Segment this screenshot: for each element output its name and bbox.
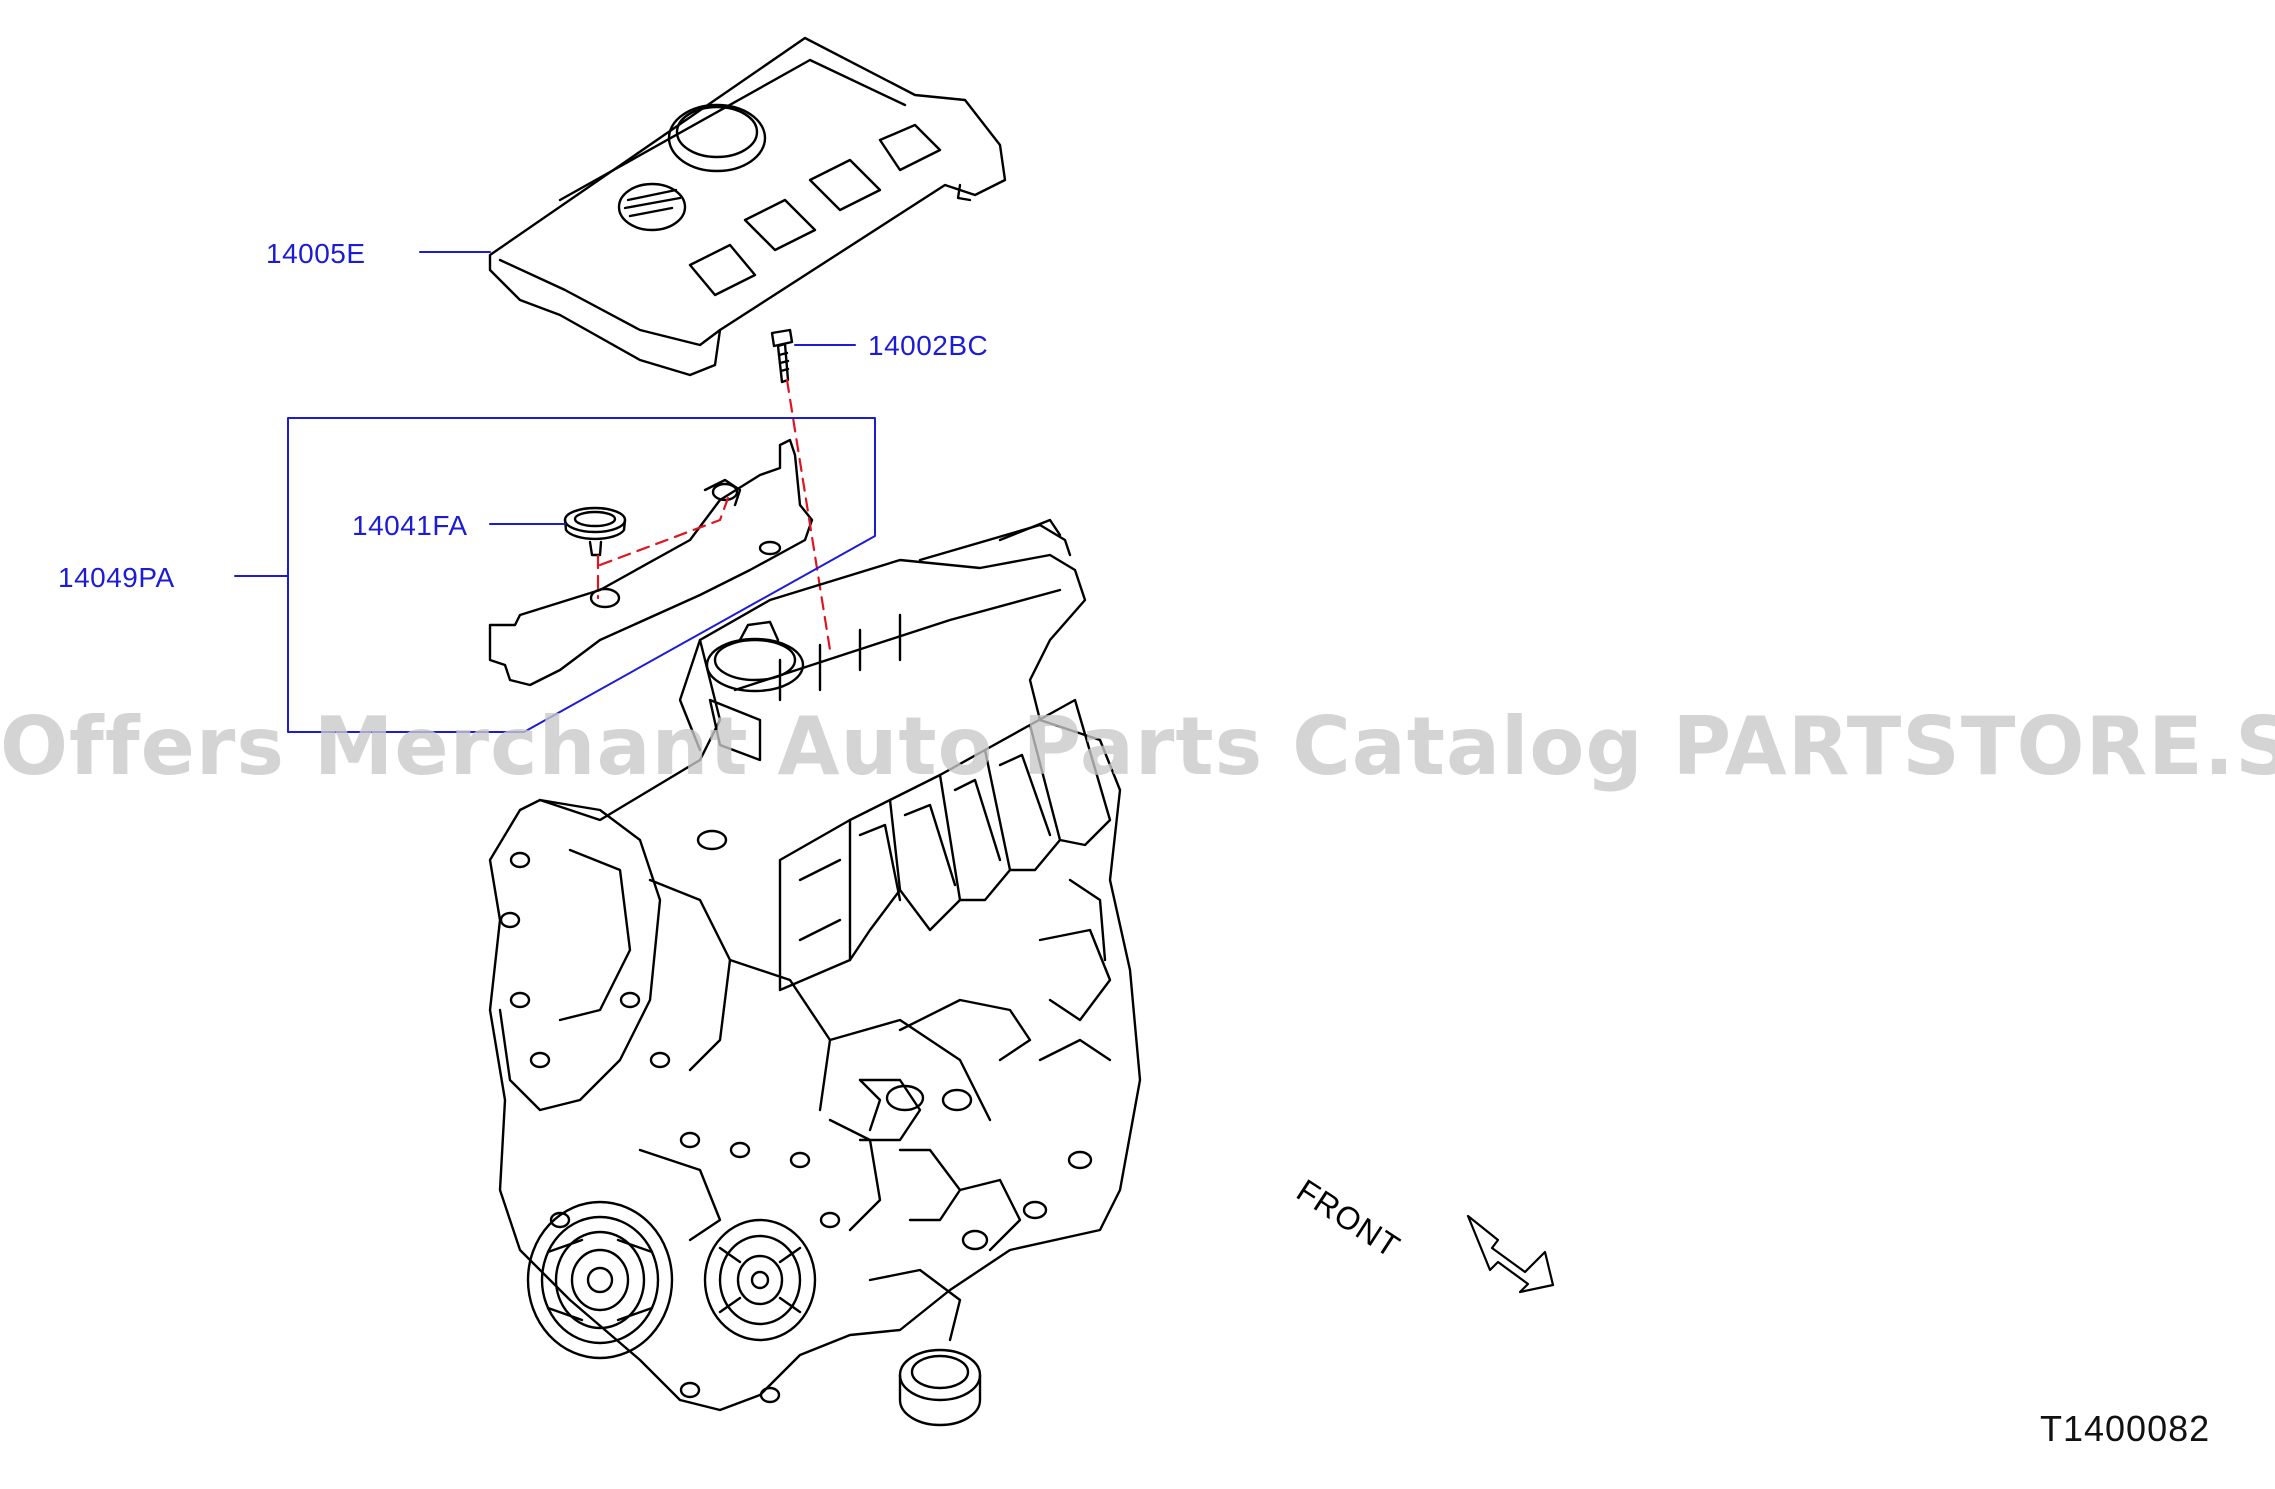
diagram-code: T1400082 (2040, 1408, 2211, 1449)
label-bracket-14049pa[interactable]: 14049PA (58, 562, 175, 593)
callout-leaders (234, 251, 876, 733)
bolt-14002bc (770, 328, 794, 384)
label-engine-cover-14005e[interactable]: 14005E (266, 238, 366, 269)
cap-14041fa (563, 506, 627, 557)
engine-cover (488, 36, 1007, 377)
label-cap-14041fa[interactable]: 14041FA (352, 510, 468, 541)
label-bolt-14002bc[interactable]: 14002BC (868, 330, 989, 361)
engine-block (488, 518, 1142, 1427)
assembly-dashed-lines (596, 378, 832, 652)
front-arrow (1466, 1214, 1555, 1294)
bracket-14049pa (488, 438, 814, 687)
